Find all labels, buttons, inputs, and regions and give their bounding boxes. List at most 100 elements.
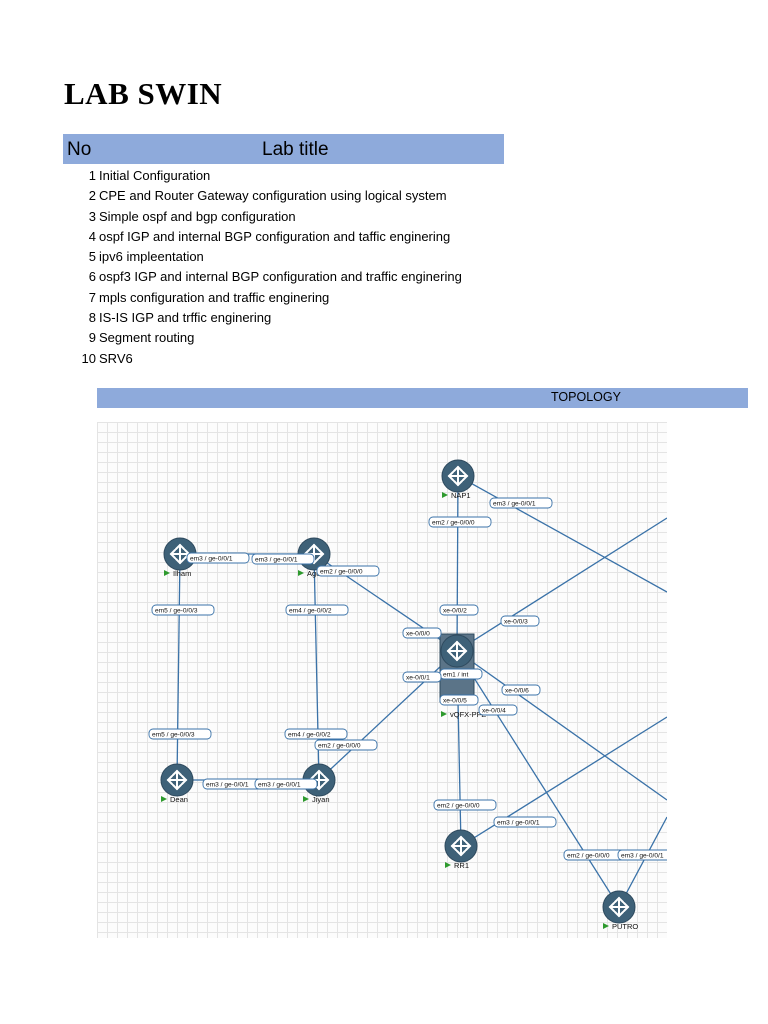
router-node-putro[interactable] [602,890,636,924]
node-label: Agus [307,569,324,578]
row-number: 5 [88,249,96,265]
port-label-text: em2 / ge-0/0/0 [320,569,363,576]
port-label-text: xe-0/0/1 [406,675,430,682]
port-label-text: em2 / ge-0/0/0 [318,743,361,750]
link-line [456,650,620,908]
play-icon [164,570,170,576]
port-label-text: em3 / ge-0/0/1 [255,557,298,564]
port-label: em2 / ge-0/0/0 [433,799,497,811]
play-icon [442,492,448,498]
router-icon [446,640,468,662]
document-title: LAB SWIN [64,76,223,111]
port-label-text: xe-0/0/2 [443,608,467,615]
row-number: 3 [88,208,96,224]
row-title: ospf3 IGP and internal BGP configuration… [99,269,462,285]
router-icon [450,835,472,857]
row-title: IS-IS IGP and trffic enginering [99,310,272,326]
topology-header: TOPOLOGY [97,388,748,408]
port-label-text: em3 / ge-0/0/1 [497,820,540,827]
port-label: xe-0/0/3 [500,615,540,627]
router-node-rr1[interactable] [444,829,478,863]
topology-heading: TOPOLOGY [551,390,621,404]
port-label: em5 / ge-0/0/3 [151,604,215,616]
row-title: SRV6 [99,350,133,366]
link-line [456,650,667,801]
play-icon [298,570,304,576]
port-label-text: em3 / ge-0/0/1 [258,782,301,789]
port-label-text: xe-0/0/3 [504,619,528,626]
node-label: Jiyan [312,795,330,804]
port-label: em3 / ge-0/0/1 [186,552,250,564]
router-icon [447,465,469,487]
port-label: xe-0/0/2 [439,604,479,616]
row-number: 10 [81,350,96,366]
row-title: ospf IGP and internal BGP configuration … [99,228,451,244]
port-label: xe-0/0/4 [478,704,518,716]
row-title: Simple ospf and bgp configuration [99,208,296,224]
port-label: em2 / ge-0/0/0 [314,739,378,751]
port-label: em3 / ge-0/0/1 [254,778,318,790]
port-label: em3 / ge-0/0/1 [493,816,557,828]
router-node-vqfx[interactable] [439,633,475,703]
play-icon [161,796,167,802]
port-label-text: em4 / ge-0/0/2 [288,732,331,739]
node-label: Dean [170,795,188,804]
port-label-text: em2 / ge-0/0/0 [567,853,610,860]
link-line [456,475,459,652]
row-title: Initial Configuration [99,168,211,183]
row-number: 1 [88,168,96,183]
port-label-text: em5 / ge-0/0/3 [155,608,198,615]
row-number: 4 [88,228,96,244]
port-label: em2 / ge-0/0/0 [316,565,380,577]
row-title: ipv6 impleentation [99,249,204,265]
row-title: mpls configuration and traffic enginerin… [99,289,330,305]
node-label: vQFX-PFE [450,710,486,719]
port-label: xe-0/0/5 [439,694,479,706]
port-label-text: em2 / ge-0/0/0 [432,520,475,527]
link-line [456,517,667,652]
row-number: 6 [88,269,96,285]
row-title: CPE and Router Gateway configuration usi… [99,188,447,204]
port-label-text: em3 / ge-0/0/1 [206,782,249,789]
router-node-dean[interactable] [160,763,194,797]
node-label: NAP1 [451,491,471,500]
play-icon [445,862,451,868]
port-label: xe-0/0/0 [402,627,442,639]
port-label: em3 / ge-0/0/1 [251,553,315,565]
port-label-text: xe-0/0/6 [505,688,529,695]
port-label: em3 / ge-0/0/1 [489,497,553,509]
link-line [460,716,667,847]
table-header: No Lab title [63,134,504,164]
row-number: 8 [88,310,96,326]
node-label: Ilham [173,569,191,578]
node-label: RR1 [454,861,469,870]
play-icon [303,796,309,802]
router-node-nap1[interactable] [441,459,475,493]
port-label: em2 / ge-0/0/0 [563,849,627,861]
link-line [618,816,667,908]
router-icon [608,896,630,918]
port-label: em1 / int [439,668,483,680]
port-label: em2 / ge-0/0/0 [428,516,492,528]
row-title: Segment routing [99,330,195,346]
link-line [457,475,667,593]
play-icon [603,923,609,929]
link-line [318,650,458,781]
port-label: xe-0/0/6 [501,684,541,696]
play-icon [441,711,447,717]
row-number: 7 [88,289,96,305]
port-label: em4 / ge-0/0/2 [285,604,349,616]
node-label: PUTRO [612,922,638,931]
grid-background [97,422,667,938]
